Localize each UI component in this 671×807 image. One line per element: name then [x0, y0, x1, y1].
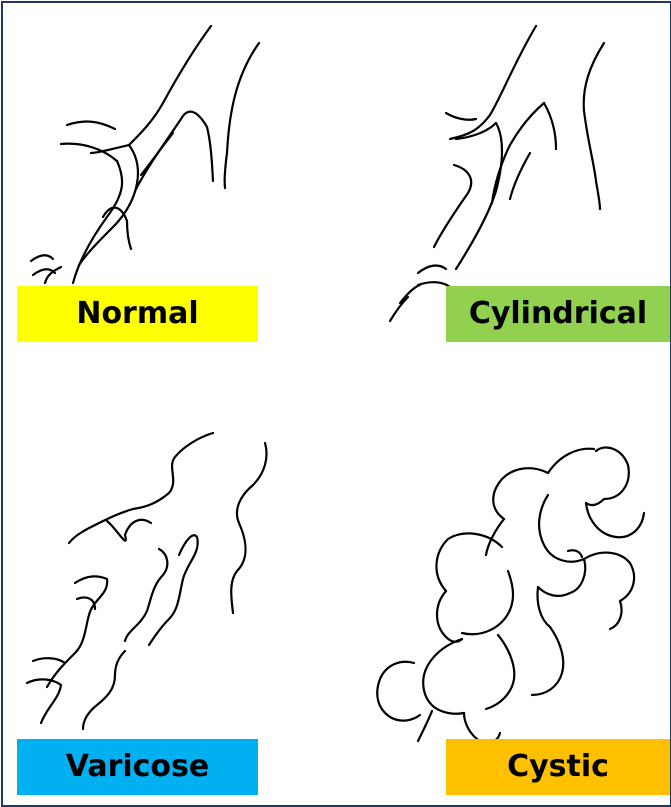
label-cylindrical: Cylindrical	[446, 286, 670, 342]
label-cystic: Cystic	[446, 739, 670, 795]
panel-cylindrical: Cylindrical	[338, 3, 670, 393]
panel-normal: Normal	[3, 3, 338, 393]
panel-cystic: Cystic	[338, 403, 670, 805]
label-varicose: Varicose	[17, 739, 258, 795]
label-normal: Normal	[17, 286, 258, 342]
panel-varicose: Varicose	[3, 403, 338, 805]
